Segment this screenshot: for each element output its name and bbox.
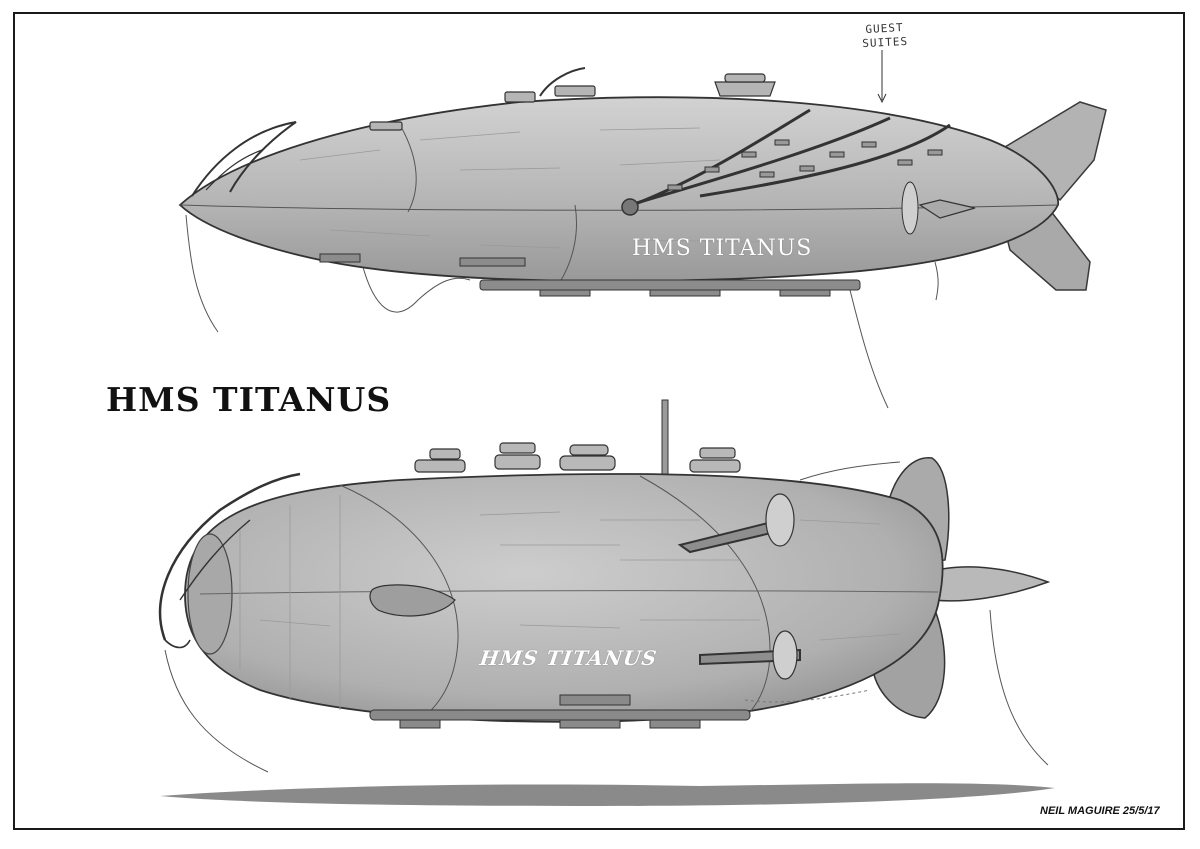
- top-hull-label: HMS TITANUS: [632, 236, 813, 261]
- annotation-line-2: SUITES: [862, 34, 909, 51]
- bottom-hull: [184, 473, 944, 723]
- page-title: HMS TITANUS: [106, 380, 392, 419]
- artist-signature: NEIL MAGUIRE 25/5/17: [1040, 805, 1160, 817]
- bottom-airship: [158, 399, 1055, 806]
- top-hull: [178, 96, 1059, 283]
- top-airship: [178, 67, 1107, 409]
- bottom-hull-label: HMS TITANUS: [478, 646, 659, 670]
- annotation-arrow: [877, 50, 887, 104]
- guest-suites-annotation: GUEST SUITES: [861, 21, 908, 51]
- ground-shadow: [160, 783, 1055, 806]
